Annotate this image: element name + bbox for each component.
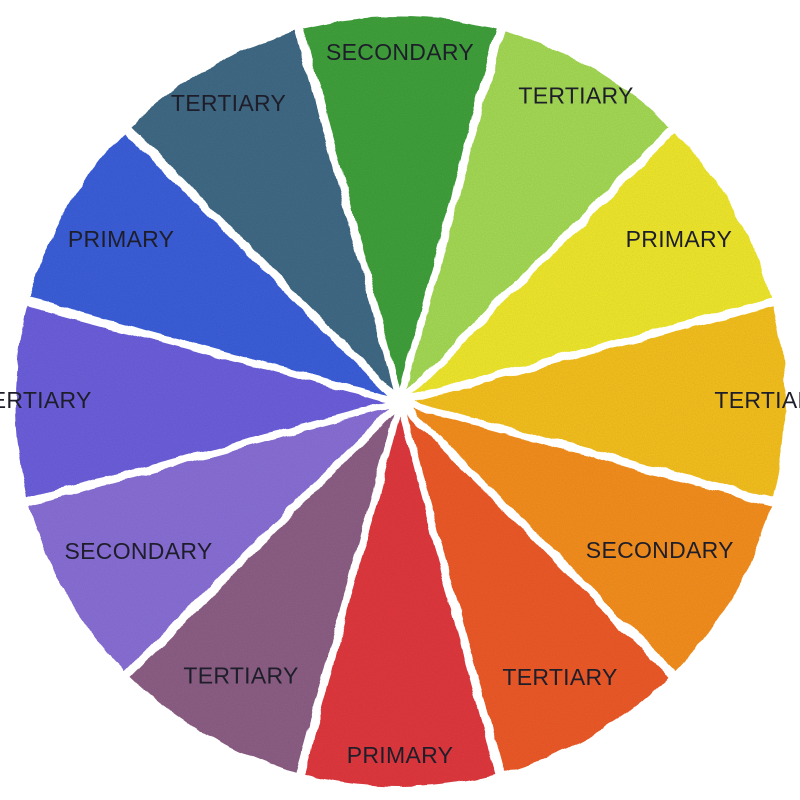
segment-red-orange xyxy=(407,414,669,773)
segment-label-green: SECONDARY xyxy=(326,39,474,65)
segment-label-orange: SECONDARY xyxy=(586,537,734,563)
segment-label-yellow-green: TERTIARY xyxy=(518,82,633,108)
segment-blue-purple xyxy=(15,306,386,498)
segment-label-purple: SECONDARY xyxy=(65,538,213,564)
segment-label-yellow: PRIMARY xyxy=(626,226,732,252)
segment-yellow xyxy=(412,133,771,395)
segment-label-yellow-orange: TERTIARY xyxy=(714,387,800,413)
segment-label-red-orange: TERTIARY xyxy=(502,664,617,690)
segment-label-red-purple: TERTIARY xyxy=(183,662,298,688)
segment-label-red: PRIMARY xyxy=(347,742,453,768)
segment-red-purple xyxy=(131,414,393,773)
segment-label-blue-green: TERTIARY xyxy=(171,90,286,116)
segment-label-blue-purple: TERTIARY xyxy=(0,387,92,413)
segment-label-blue: PRIMARY xyxy=(68,226,174,252)
label-layer: SECONDARY TERTIARY PRIMARY TERTIARY SECO… xyxy=(0,39,800,768)
segment-yellow-orange xyxy=(414,306,785,498)
segment-orange xyxy=(412,409,771,671)
segment-blue-green xyxy=(131,31,393,390)
segment-red xyxy=(304,416,496,787)
segment-layer xyxy=(15,17,785,787)
segment-yellow-green xyxy=(407,31,669,390)
segment-green xyxy=(304,17,496,388)
segment-blue xyxy=(29,133,388,395)
segment-purple xyxy=(29,409,388,671)
